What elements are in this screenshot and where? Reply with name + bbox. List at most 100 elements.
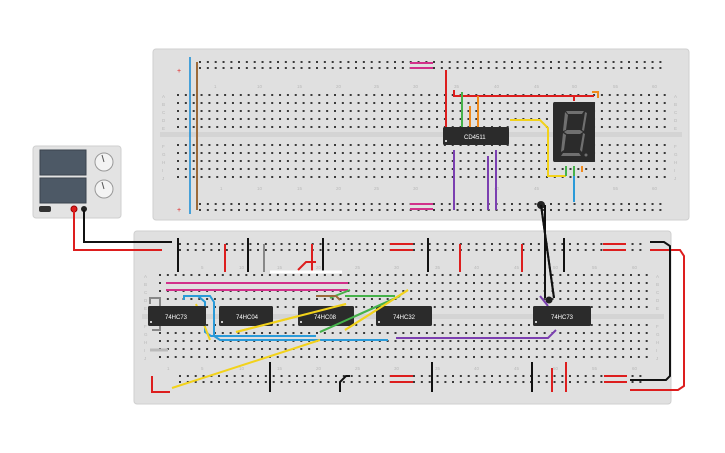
breadboard-hole[interactable]: [179, 381, 181, 383]
breadboard-hole[interactable]: [655, 110, 658, 112]
breadboard-hole[interactable]: [174, 298, 177, 300]
breadboard-hole[interactable]: [394, 274, 397, 276]
breadboard-hole[interactable]: [659, 203, 662, 205]
breadboard-hole[interactable]: [365, 176, 368, 178]
breadboard-hole[interactable]: [381, 94, 384, 96]
breadboard-hole[interactable]: [557, 203, 560, 205]
breadboard-hole[interactable]: [575, 282, 578, 284]
breadboard-hole[interactable]: [339, 274, 342, 276]
breadboard-hole[interactable]: [420, 102, 423, 104]
breadboard-hole[interactable]: [428, 249, 431, 251]
breadboard-hole[interactable]: [448, 61, 451, 63]
breadboard-hole[interactable]: [396, 126, 399, 128]
breadboard-hole[interactable]: [341, 118, 344, 120]
breadboard-hole[interactable]: [357, 144, 360, 146]
breadboard-hole[interactable]: [271, 168, 274, 170]
breadboard-hole[interactable]: [206, 274, 209, 276]
breadboard-hole[interactable]: [370, 324, 373, 326]
breadboard-hole[interactable]: [420, 110, 423, 112]
breadboard-hole[interactable]: [402, 298, 405, 300]
overlay-wires[interactable]: [235, 204, 555, 333]
breadboard-hole[interactable]: [231, 144, 234, 146]
breadboard-hole[interactable]: [237, 332, 240, 334]
breadboard-hole[interactable]: [339, 203, 342, 205]
breadboard-hole[interactable]: [451, 110, 454, 112]
breadboard-hole[interactable]: [388, 118, 391, 120]
breadboard-hole[interactable]: [444, 249, 447, 251]
breadboard-hole[interactable]: [239, 94, 242, 96]
breadboard-hole[interactable]: [630, 290, 632, 292]
breadboard-hole[interactable]: [585, 176, 588, 178]
breadboard-hole[interactable]: [534, 209, 537, 211]
breadboard-hole[interactable]: [443, 176, 446, 178]
breadboard-hole[interactable]: [192, 110, 195, 112]
breadboard-hole[interactable]: [459, 168, 462, 170]
breadboard-hole[interactable]: [622, 282, 625, 284]
breadboard-hole[interactable]: [257, 381, 259, 383]
breadboard-hole[interactable]: [479, 67, 482, 69]
breadboard-hole[interactable]: [184, 168, 187, 170]
breadboard-hole[interactable]: [159, 274, 161, 276]
breadboard-hole[interactable]: [381, 249, 384, 251]
breadboard-hole[interactable]: [606, 274, 609, 276]
breadboard-hole[interactable]: [341, 144, 344, 146]
breadboard-hole[interactable]: [269, 203, 272, 205]
breadboard-hole[interactable]: [592, 375, 595, 377]
breadboard-hole[interactable]: [456, 203, 459, 205]
breadboard-hole[interactable]: [308, 356, 311, 358]
breadboard-hole[interactable]: [514, 126, 517, 128]
breadboard-hole[interactable]: [551, 298, 554, 300]
breadboard-hole[interactable]: [231, 102, 234, 104]
breadboard-hole[interactable]: [357, 110, 360, 112]
breadboard-hole[interactable]: [512, 306, 515, 308]
breadboard-hole[interactable]: [582, 340, 585, 342]
breadboard-hole[interactable]: [300, 209, 303, 211]
breadboard-hole[interactable]: [381, 381, 384, 383]
breadboard-hole[interactable]: [530, 126, 533, 128]
seven-segment-display[interactable]: [553, 102, 595, 162]
breadboard-hole[interactable]: [233, 381, 236, 383]
breadboard-hole[interactable]: [589, 61, 591, 63]
breadboard-hole[interactable]: [606, 332, 609, 334]
breadboard-hole[interactable]: [420, 118, 423, 120]
breadboard-hole[interactable]: [396, 168, 399, 170]
breadboard-hole[interactable]: [410, 340, 413, 342]
breadboard-hole[interactable]: [316, 348, 318, 350]
breadboard-hole[interactable]: [530, 249, 532, 251]
breadboard-hole[interactable]: [534, 61, 537, 63]
breadboard-hole[interactable]: [527, 282, 530, 284]
breadboard-hole[interactable]: [465, 274, 468, 276]
breadboard-hole[interactable]: [598, 290, 601, 292]
breadboard-hole[interactable]: [577, 176, 580, 178]
breadboard-hole[interactable]: [616, 168, 619, 170]
breadboard-hole[interactable]: [592, 249, 595, 251]
breadboard-hole[interactable]: [284, 298, 287, 300]
breadboard-hole[interactable]: [208, 152, 211, 154]
breadboard-hole[interactable]: [194, 381, 197, 383]
breadboard-hole[interactable]: [247, 176, 250, 178]
breadboard-hole[interactable]: [559, 290, 562, 292]
breadboard-hole[interactable]: [418, 356, 421, 358]
breadboard-hole[interactable]: [483, 243, 486, 245]
breadboard-hole[interactable]: [565, 209, 568, 211]
breadboard-hole[interactable]: [659, 67, 662, 69]
breadboard-hole[interactable]: [527, 274, 530, 276]
breadboard-hole[interactable]: [467, 243, 470, 245]
breadboard-hole[interactable]: [279, 102, 282, 104]
breadboard-hole[interactable]: [221, 274, 224, 276]
breadboard-hole[interactable]: [378, 332, 381, 334]
breadboard-hole[interactable]: [233, 243, 236, 245]
breadboard-hole[interactable]: [614, 332, 617, 334]
breadboard-hole[interactable]: [300, 332, 303, 334]
breadboard-hole[interactable]: [342, 243, 345, 245]
breadboard-hole[interactable]: [386, 61, 389, 63]
breadboard-hole[interactable]: [496, 290, 499, 292]
breadboard-hole[interactable]: [640, 176, 643, 178]
breadboard-hole[interactable]: [373, 94, 376, 96]
breadboard-hole[interactable]: [310, 126, 313, 128]
breadboard-hole[interactable]: [436, 249, 439, 251]
breadboard-hole[interactable]: [192, 168, 195, 170]
breadboard-hole[interactable]: [488, 348, 491, 350]
breadboard-hole[interactable]: [396, 176, 399, 178]
breadboard-hole[interactable]: [366, 243, 369, 245]
